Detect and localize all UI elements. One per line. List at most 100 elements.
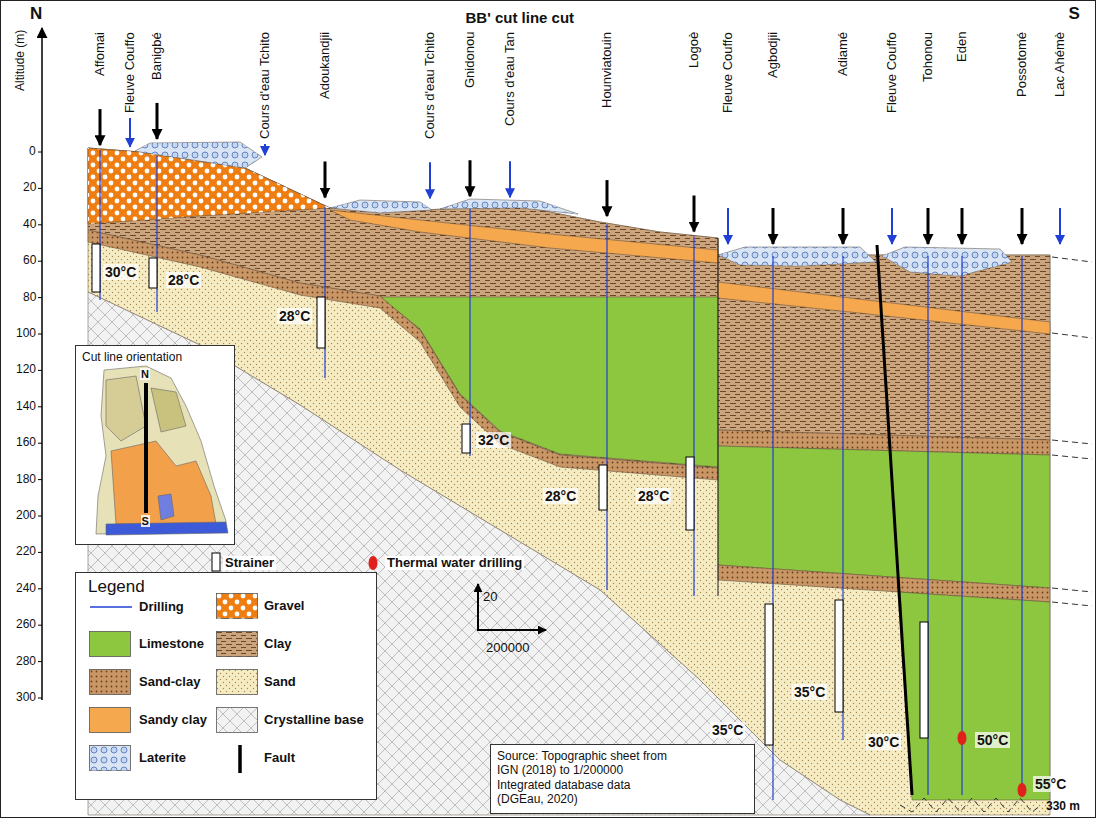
drilling-line-sample: [90, 604, 132, 610]
scale-arrow-horizontal: [477, 629, 546, 631]
drilling-line: [961, 256, 962, 795]
legend-swatch: [89, 631, 131, 657]
site-name: Hounviatouin: [600, 32, 615, 108]
site-arrow: [772, 208, 775, 244]
axis-tick-label: 240: [16, 582, 36, 596]
axis-tick-label: 100: [16, 327, 36, 341]
site-name: Possotomé: [1015, 32, 1030, 97]
axis-tick-label: 280: [16, 655, 36, 669]
thermal-drilling-dot: [958, 731, 967, 745]
strainer-symbol: [835, 600, 843, 712]
legend-label: Sand-clay: [139, 675, 200, 690]
swatch-texture: [217, 708, 258, 733]
swatch-texture: [217, 670, 258, 695]
legend-swatch: [89, 669, 131, 695]
source-box: Source: Topographic sheet from IGN (2018…: [490, 744, 755, 814]
axis-tick-label: 300: [16, 691, 36, 705]
fault-line: [877, 245, 912, 795]
geology-zone: [106, 376, 146, 441]
axis-tick-label: 80: [23, 291, 36, 305]
swatch-fill: [90, 708, 131, 733]
coast-band: [106, 522, 228, 535]
axis-tick-label: 220: [16, 545, 36, 559]
drilling: [686, 237, 694, 596]
legend-label: Fault: [264, 751, 295, 766]
axis-tick-label: 40: [23, 218, 36, 232]
swatch-fill: [217, 708, 258, 733]
thermal-drilling-dot: [369, 556, 378, 570]
dash-line: [1052, 440, 1092, 444]
axis-tick: [38, 370, 42, 371]
clay-layer: [88, 148, 718, 468]
temperature-label: 35°C: [792, 684, 827, 700]
laterite-lens-texture: [135, 142, 262, 168]
depth-label: 330 m: [1046, 800, 1080, 814]
river-name: Cours d'eau Tan: [503, 32, 518, 126]
legend-label: Laterite: [139, 751, 186, 766]
scale-vertical-value: 20: [483, 590, 497, 605]
drilling: [765, 256, 773, 800]
temperature-label: 30°C: [866, 734, 901, 750]
site-name: Banigbé: [150, 32, 165, 80]
site-arrow: [606, 180, 609, 216]
laterite-lens-fill: [882, 247, 1012, 276]
continuation-dashes: [900, 257, 1092, 812]
laterite-lens-texture: [440, 199, 578, 214]
bottom-zigzag: [900, 798, 1040, 812]
clay-layer-texture: [88, 148, 718, 468]
river-arrow: [727, 208, 729, 244]
dash-line: [1052, 455, 1092, 459]
axis-tick: [38, 443, 42, 444]
axis-tick: [38, 261, 42, 262]
sandy-clay-layer: [718, 282, 1050, 334]
temperature-label: 55°C: [1033, 776, 1068, 792]
figure-title: BB' cut line cut: [466, 9, 575, 26]
block-step-line: [718, 238, 719, 596]
swatch-fill: [90, 632, 131, 657]
swatch-fill: [217, 632, 258, 657]
temperature-label: 28°C: [636, 488, 671, 504]
limestone-layer-fill: [380, 297, 718, 467]
laterite-lens: [135, 142, 262, 168]
axis-tick: [38, 224, 42, 225]
legend-label: Clay: [264, 637, 291, 652]
drilling: [920, 256, 928, 795]
strainer-symbol: [920, 622, 928, 738]
axis-tick: [38, 152, 42, 153]
site-name: Affomai: [93, 32, 108, 76]
axis-tick-label: 20: [23, 181, 36, 195]
drilling: [149, 156, 157, 312]
laterite-lens-fill: [718, 247, 876, 266]
inset-map-box: Cut line orientation: [75, 345, 235, 545]
axis-tick: [38, 334, 42, 335]
laterite-lens-fill: [330, 200, 432, 213]
limestone-layer-fill: [718, 446, 1050, 588]
site-arrow: [961, 208, 964, 244]
legend-label: Gravel: [264, 599, 304, 614]
sandy-clay-layer-fill: [330, 210, 718, 263]
legend-swatch: [216, 631, 258, 657]
site-arrow: [99, 109, 102, 145]
site-arrow: [324, 161, 327, 197]
drilling: [1018, 256, 1027, 797]
legend-label: Crystalline base: [264, 713, 364, 728]
strainer-symbol: [765, 604, 773, 745]
strainer-symbol: [462, 424, 470, 453]
river-arrow: [891, 208, 893, 244]
site-name: Agbodjii: [766, 32, 781, 78]
laterite-lens: [440, 199, 578, 214]
country-outline: [96, 366, 226, 534]
legend-label: Strainer: [223, 556, 276, 571]
drilling: [462, 209, 470, 456]
limestone-layer-fill: [898, 592, 1050, 800]
legend-swatch: [89, 707, 131, 733]
swatch-fill: [90, 670, 131, 695]
river-arrow: [509, 161, 511, 197]
swatch-texture: [90, 670, 131, 695]
site-arrow: [693, 196, 696, 232]
swatch-texture: [217, 594, 258, 619]
limestone-layer: [898, 592, 1050, 800]
drilling: [599, 224, 607, 590]
site-arrow: [927, 208, 930, 244]
